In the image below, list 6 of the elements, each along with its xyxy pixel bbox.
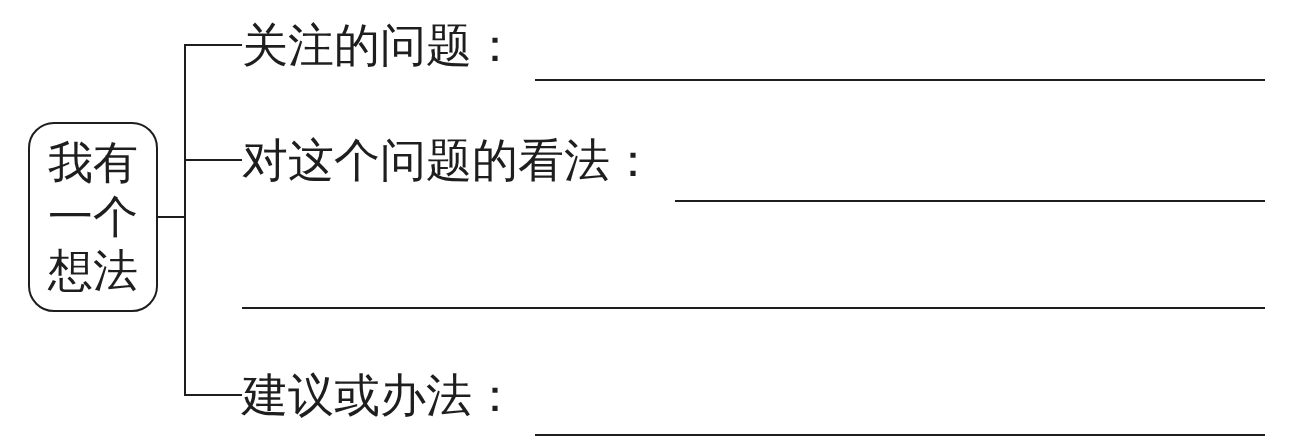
prompt-text: 建议或办法：: [242, 368, 518, 422]
topic-text: 我有一个想法: [47, 136, 139, 298]
prompt-text: 关注的问题：: [242, 18, 518, 72]
connector-line: [157, 216, 243, 396]
topic-box: [28, 122, 158, 312]
prompt-text: 对这个问题的看法：: [242, 133, 656, 187]
